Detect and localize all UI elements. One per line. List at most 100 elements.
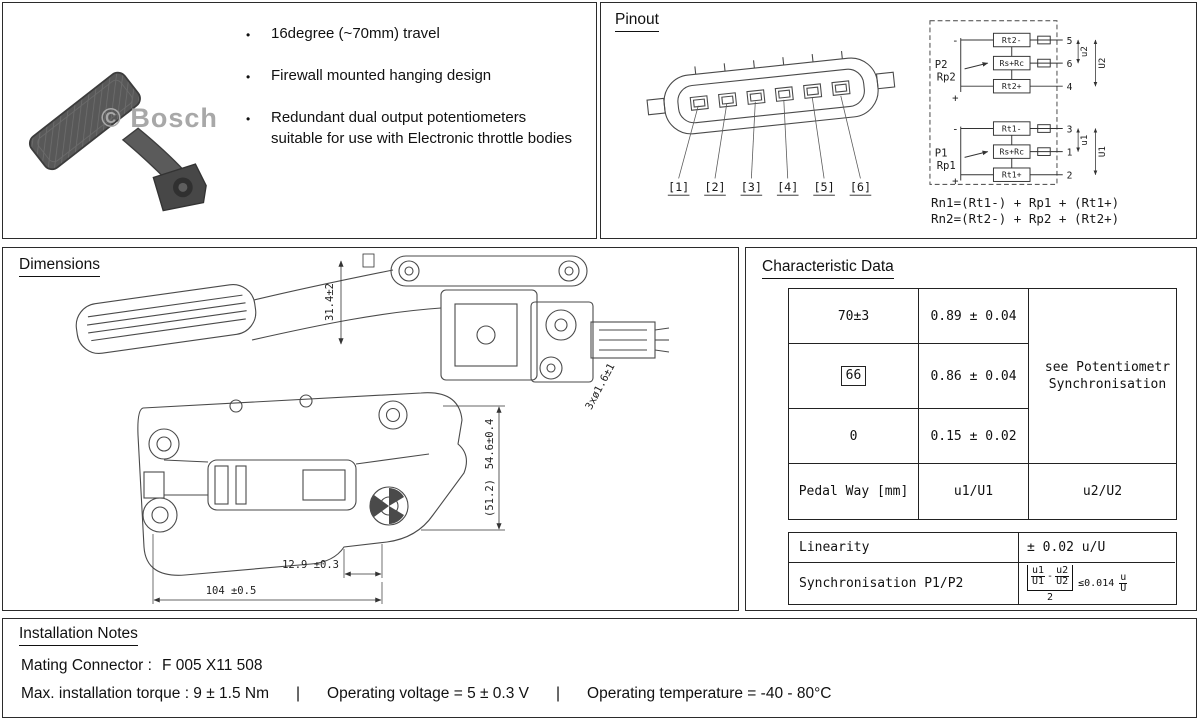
p1-minus: -: [952, 123, 958, 135]
p2-pin-mid: 6: [1067, 59, 1073, 70]
feature-item: • 16degree (~70mm) travel: [246, 23, 576, 46]
sync-label: Synchronisation P1/P2: [789, 563, 1019, 604]
product-overview-panel: © Bosch • 16degree (~70mm) travel • Fire…: [2, 2, 597, 239]
voltage-spec: Operating voltage = 5 ± 0.3 V: [327, 685, 530, 702]
circuit-p2: P2 - Rp2 + Rt2-: [935, 32, 1108, 105]
characteristic-table: 70±3 0.89 ± 0.04 see Potentiometr Synchr…: [788, 288, 1177, 605]
dim-height: 54.6±0.4 (51.2): [421, 405, 505, 531]
pinout-panel: Pinout: [600, 2, 1197, 239]
dim-holes-label: 3xø1.6±1: [583, 361, 617, 411]
pin-label-6: [6]: [850, 180, 871, 194]
feature-list: • 16degree (~70mm) travel • Firewall mou…: [246, 23, 576, 168]
formula-rn1: Rn1=(Rt1-) + Rp1 + (Rt1+): [931, 195, 1120, 210]
dim-height-ref-label: (51.2): [484, 479, 496, 517]
pinout-title: Pinout: [615, 11, 659, 32]
p1-resistor-top: Rt1-: [1002, 123, 1022, 133]
characteristic-title: Characteristic Data: [762, 258, 894, 279]
feature-text: 16degree (~70mm) travel: [271, 25, 440, 42]
dimensions-panel: Dimensions: [2, 247, 739, 611]
linearity-label: Linearity: [789, 533, 1019, 563]
pin-leader-lines: [678, 95, 861, 179]
dim-height-label: 54.6±0.4: [484, 419, 496, 470]
feature-text: Redundant dual output potentiometers sui…: [271, 109, 572, 147]
connector-drawing: [1] [2] [3] [4] [5] [6]: [646, 50, 896, 196]
cell-pedalway-2: 66: [789, 344, 919, 409]
p2-resistor-top: Rt2-: [1002, 35, 1022, 45]
potentiometer-schematic: P2 - Rp2 + Rt2-: [929, 20, 1108, 187]
operating-specs-line: Max. installation torque : 9 ± 1.5 Nm | Op…: [21, 685, 831, 703]
mating-connector-value: F 005 X11 508: [161, 657, 263, 674]
pin-label-2: [2]: [704, 180, 725, 194]
characteristic-grid: 70±3 0.89 ± 0.04 see Potentiometr Synchr…: [788, 288, 1177, 520]
pin-labels: [1] [2] [3] [4] [5] [6]: [667, 180, 872, 196]
circuit-p1: P1 - Rp1 + Rt1-: [935, 121, 1108, 187]
p2-resistor-bot: Rt2+: [1002, 81, 1022, 91]
pin-label-4: [4]: [777, 180, 798, 194]
cell-ratio-1: 0.89 ± 0.04: [919, 289, 1029, 344]
feature-text: Firewall mounted hanging design: [271, 67, 492, 84]
p2-resistor-mid: Rs+Rc: [999, 58, 1024, 68]
p2-plus: +: [952, 93, 958, 105]
p2-label: P2: [935, 59, 948, 71]
installation-title: Installation Notes: [19, 625, 138, 646]
pedal-side-view: [75, 255, 670, 383]
p2-rp-label: Rp2: [937, 71, 956, 83]
linearity-table: Linearity ± 0.02 u/U Synchronisation P1/…: [788, 532, 1177, 605]
dim-width-label: 104 ±0.5: [206, 585, 257, 597]
bullet-icon: •: [246, 28, 251, 42]
feature-item: • Firewall mounted hanging design: [246, 65, 576, 88]
frac-u: u: [1119, 571, 1128, 584]
connector-body: [646, 50, 896, 135]
p1-resistor-bot: Rt1+: [1002, 170, 1022, 180]
p1-plus: +: [952, 175, 958, 187]
mating-connector-line: Mating Connector :F 005 X11 508: [21, 657, 263, 675]
p1-pin-mid: 1: [1067, 147, 1073, 158]
p1-pin-top: 3: [1067, 124, 1073, 135]
cell-pedalway-1: 70±3: [789, 289, 919, 344]
p1-u-small: u1: [1080, 135, 1090, 146]
separator: |: [556, 685, 561, 702]
installation-notes-panel: Installation Notes Mating Connector :F 0…: [2, 618, 1197, 718]
cell-pedalway-3: 0: [789, 409, 919, 464]
separator: |: [296, 685, 301, 702]
frac-U: U: [1120, 583, 1127, 594]
denominator-2: 2: [1047, 591, 1054, 603]
cell-ratio-2: 0.86 ± 0.04: [919, 344, 1029, 409]
dimensions-drawing: 31.4±2 3xø1.6±1: [75, 253, 670, 604]
dim-travel: 31.4±2: [324, 253, 375, 345]
p1-resistor-mid: Rs+Rc: [999, 147, 1024, 157]
linearity-value: ± 0.02 u/U: [1019, 533, 1175, 563]
cell-header-u1: u1/U1: [919, 464, 1029, 519]
bosch-watermark: © Bosch: [101, 103, 218, 133]
see-note-line1: see Potentiometr: [1044, 360, 1171, 375]
p2-pin-bot: 4: [1067, 82, 1073, 93]
frac-u1: u1: [1031, 564, 1046, 577]
p2-pin-top: 5: [1067, 36, 1073, 47]
cell-see-note: see Potentiometr Synchronisation: [1029, 289, 1176, 464]
p1-label: P1: [935, 147, 948, 159]
limit-value: ≤0.014: [1078, 578, 1115, 589]
dim-offset-label: 12.9 ±0.3: [282, 559, 339, 571]
pedal-product-image: [28, 71, 207, 212]
characteristic-data-panel: Characteristic Data 70±3 0.89 ± 0.04 see…: [745, 247, 1197, 611]
cell-header-u2: u2/U2: [1082, 484, 1123, 499]
minus-sign: -: [1047, 570, 1054, 582]
p2-u-small: u2: [1080, 46, 1090, 57]
pin-label-5: [5]: [813, 180, 834, 194]
p1-u-big: U1: [1098, 146, 1108, 157]
pin-label-1: [1]: [668, 180, 689, 194]
dim-width: 104 ±0.5: [152, 534, 383, 604]
frac-u2: u2: [1055, 564, 1070, 577]
pin-label-3: [3]: [741, 180, 762, 194]
boxed-value: 66: [840, 365, 867, 387]
dimensions-title: Dimensions: [19, 256, 100, 277]
dim-offset: 12.9 ±0.3: [282, 544, 383, 578]
pedal-bottom-view: [137, 392, 467, 576]
torque-spec: Max. installation torque : 9 ± 1.5 Nm: [21, 685, 270, 702]
frac-U2: U2: [1056, 576, 1069, 587]
temperature-spec: Operating temperature = -40 - 80°C: [587, 685, 832, 702]
resistance-formulas: Rn1=(Rt1-) + Rp1 + (Rt1+) Rn2=(Rt2-) + R…: [931, 195, 1119, 227]
